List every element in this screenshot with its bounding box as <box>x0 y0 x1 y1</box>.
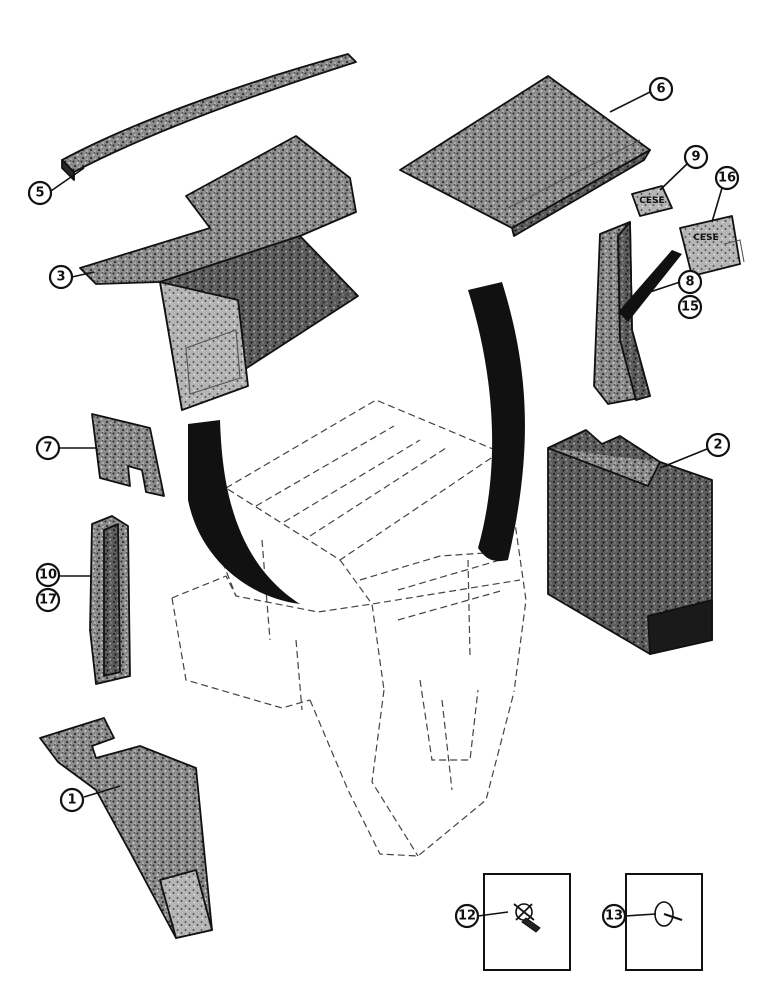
part-7-small-panel <box>91 413 165 497</box>
part-2-side-panel <box>547 429 713 655</box>
callout-8: 8 <box>677 269 703 295</box>
install-arrow-right <box>468 282 525 562</box>
fastener-12-icon <box>513 903 541 933</box>
callout-2: 2 <box>705 432 731 458</box>
part-3-rear-panel <box>79 135 359 411</box>
callout-1-label: 1 <box>67 793 76 808</box>
clip-9-label: CESE <box>639 196 664 206</box>
callout-10-label: 10 <box>39 568 57 583</box>
fastener-box-12 <box>483 873 571 971</box>
callout-5-label: 5 <box>35 186 44 201</box>
callout-6-label: 6 <box>656 82 665 97</box>
callout-9: 9 <box>683 144 709 170</box>
callout-15-label: 15 <box>681 300 699 315</box>
callout-1: 1 <box>59 787 85 813</box>
part-6-roof-liner <box>399 75 651 237</box>
callout-2-label: 2 <box>713 438 722 453</box>
callout-17-label: 17 <box>39 593 57 608</box>
part-5-headliner-strip <box>61 53 357 181</box>
part-9-clip: CESE <box>631 185 673 217</box>
callout-10: 10 <box>35 562 61 588</box>
cab-frame-outline <box>171 399 527 857</box>
callout-6: 6 <box>648 76 674 102</box>
callout-13-label: 13 <box>605 909 623 924</box>
part-10-pillar-trim <box>89 515 131 685</box>
clip-16-label: CESE <box>693 233 718 243</box>
callout-8-label: 8 <box>685 275 694 290</box>
leader-lines <box>47 91 723 917</box>
callout-13: 13 <box>601 903 627 929</box>
part-1-floor-trim <box>39 717 213 939</box>
callout-9-label: 9 <box>691 150 700 165</box>
callout-3-label: 3 <box>56 270 65 285</box>
callout-16: 16 <box>714 165 740 191</box>
callout-5: 5 <box>27 180 53 206</box>
callout-12-label: 12 <box>458 909 476 924</box>
callout-16-label: 16 <box>718 171 736 186</box>
part-16-clip: CESE <box>679 215 745 277</box>
callout-7: 7 <box>35 435 61 461</box>
callout-12: 12 <box>454 903 480 929</box>
install-arrow-pillar <box>618 250 682 322</box>
callout-17: 17 <box>35 587 61 613</box>
callout-15: 15 <box>677 294 703 320</box>
callout-7-label: 7 <box>43 441 52 456</box>
fastener-box-13 <box>625 873 703 971</box>
callout-3: 3 <box>48 264 74 290</box>
install-arrow-left <box>188 420 300 604</box>
